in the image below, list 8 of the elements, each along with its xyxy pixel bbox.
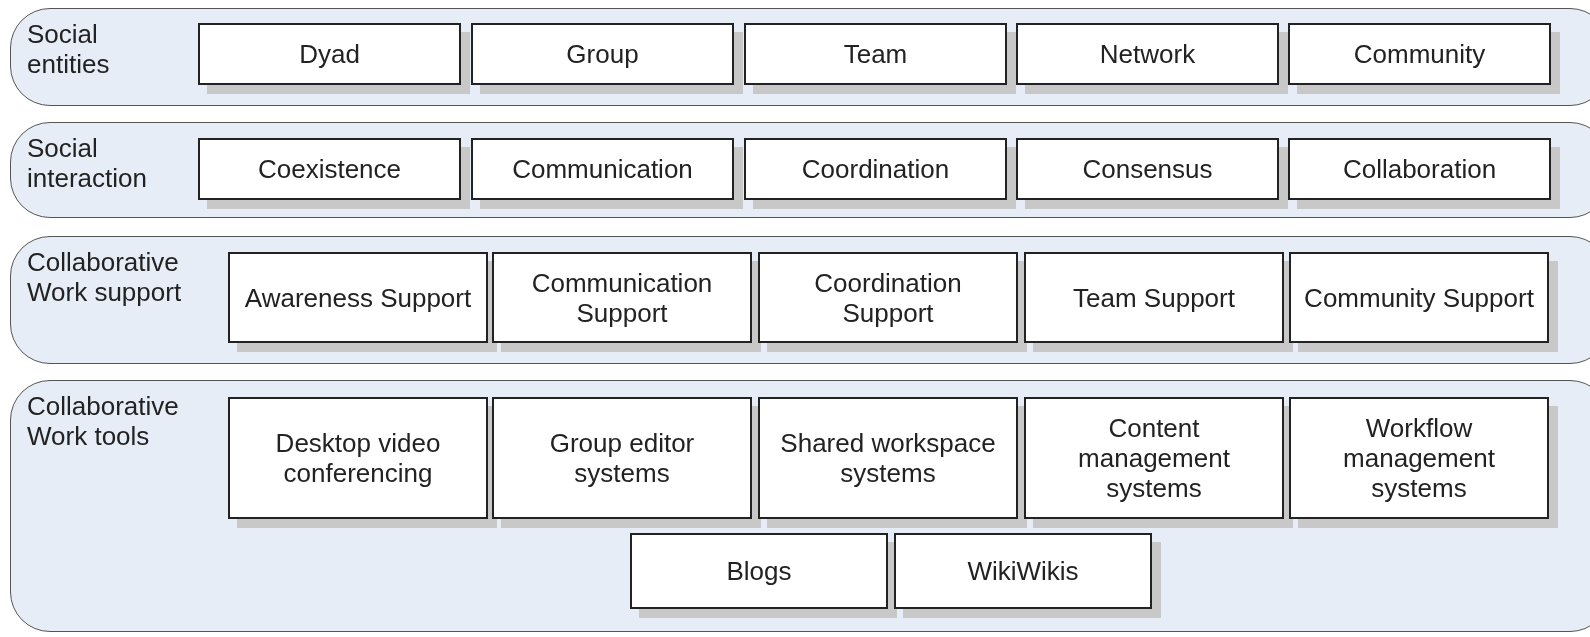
layer-band: [10, 236, 1590, 364]
layer-band: [10, 380, 1590, 632]
band-title: Collaborative Work support: [27, 247, 183, 307]
band-title: Collaborative Work tools: [27, 391, 180, 451]
layer-band: [10, 8, 1590, 106]
layer-band: [10, 122, 1590, 218]
band-title: Social interaction: [27, 133, 148, 193]
band-title: Social entities: [27, 19, 111, 79]
